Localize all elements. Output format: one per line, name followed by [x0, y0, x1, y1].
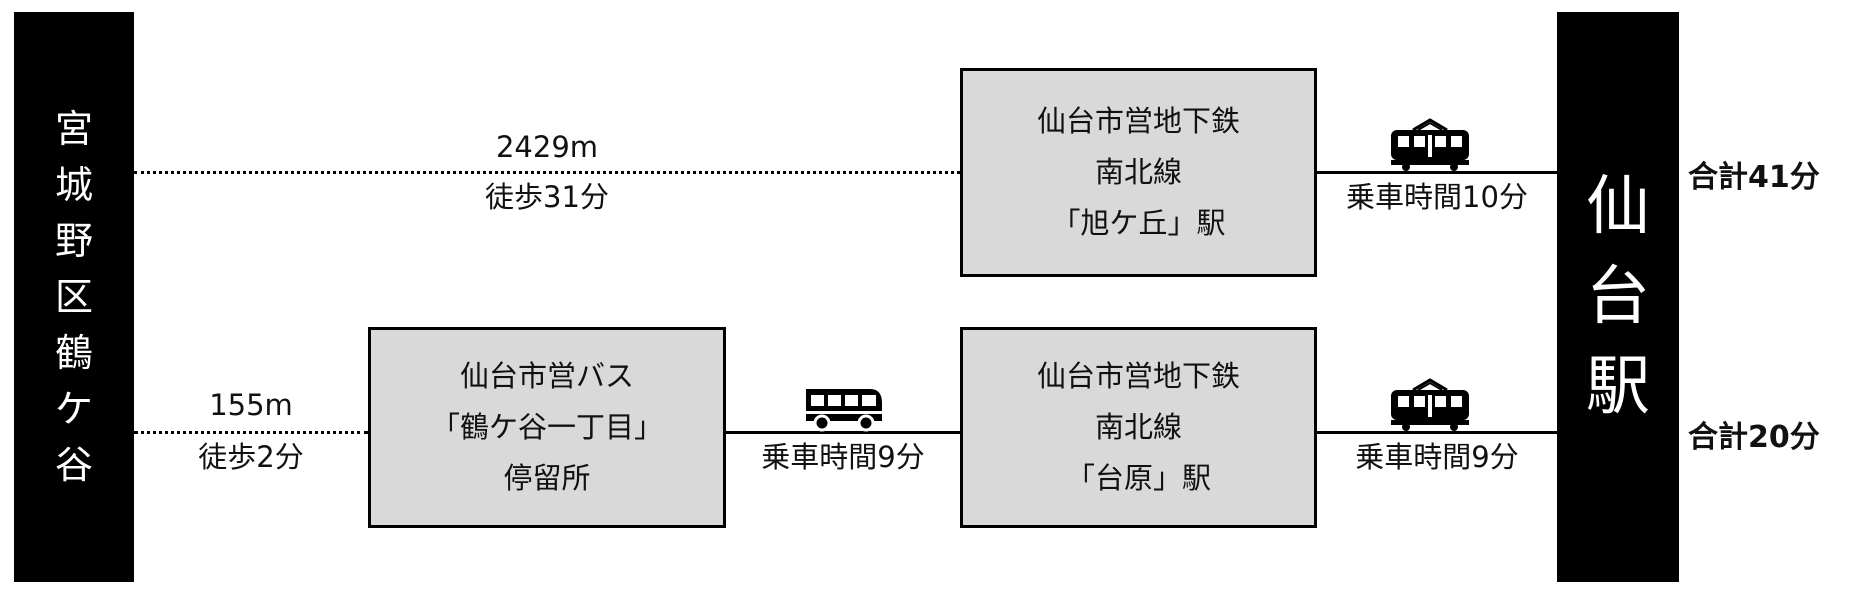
- destination-station-bar: 仙 台 駅: [1557, 12, 1679, 582]
- destination-char: 台: [1586, 260, 1650, 334]
- origin-char: 鶴: [54, 331, 93, 375]
- route1-walk-distance: 2429m: [495, 130, 599, 164]
- route2-ride-line: [1317, 431, 1557, 434]
- origin-char: 野: [54, 219, 93, 263]
- route2-walk-line: [134, 431, 368, 434]
- route2-bus-ride-time: 乗車時間9分: [761, 440, 925, 474]
- route2-bus-stop-line: 仙台市営バス: [459, 359, 634, 393]
- train-icon: [1391, 118, 1469, 171]
- route1-station-line: 「旭ケ丘」駅: [1051, 206, 1226, 240]
- route1-ride-line: [1317, 171, 1557, 174]
- destination-char: 駅: [1586, 350, 1650, 424]
- route2-subway-station-box: 仙台市営地下鉄 南北線 「台原」駅: [960, 327, 1317, 528]
- origin-char: 城: [54, 163, 93, 207]
- route2-station-line: 「台原」駅: [1065, 461, 1211, 495]
- route1-ride-time: 乗車時間10分: [1346, 180, 1528, 214]
- route2-bus-ride-line: [726, 431, 960, 434]
- destination-char: 仙: [1586, 170, 1650, 244]
- route2-total-time: 合計20分: [1688, 420, 1820, 455]
- origin-station-bar: 宮 城 野 区 鶴 ケ 谷: [14, 12, 134, 582]
- route2-walk-distance: 155m: [209, 388, 293, 422]
- origin-char: 谷: [54, 443, 93, 487]
- route2-bus-stop-box: 仙台市営バス 「鶴ケ谷一丁目」 停留所: [368, 327, 726, 528]
- route2-station-line: 南北線: [1094, 410, 1182, 444]
- origin-char: 宮: [54, 107, 93, 151]
- route1-subway-station-box: 仙台市営地下鉄 南北線 「旭ケ丘」駅: [960, 68, 1317, 277]
- route1-walk-time: 徒歩31分: [485, 180, 609, 214]
- route1-station-line: 仙台市営地下鉄: [1036, 104, 1240, 138]
- route1-total-time: 合計41分: [1688, 160, 1820, 195]
- route2-bus-stop-line: 停留所: [503, 461, 591, 495]
- route2-station-line: 仙台市営地下鉄: [1036, 359, 1240, 393]
- route2-bus-stop-line: 「鶴ケ谷一丁目」: [430, 410, 663, 444]
- train-icon: [1391, 378, 1469, 431]
- route2-walk-time: 徒歩2分: [198, 440, 304, 474]
- origin-char: 区: [54, 275, 93, 319]
- route1-walk-line: [134, 171, 960, 174]
- origin-char: ケ: [54, 387, 93, 431]
- route2-ride-time: 乗車時間9分: [1355, 440, 1519, 474]
- bus-icon: [806, 389, 882, 432]
- route1-station-line: 南北線: [1094, 155, 1182, 189]
